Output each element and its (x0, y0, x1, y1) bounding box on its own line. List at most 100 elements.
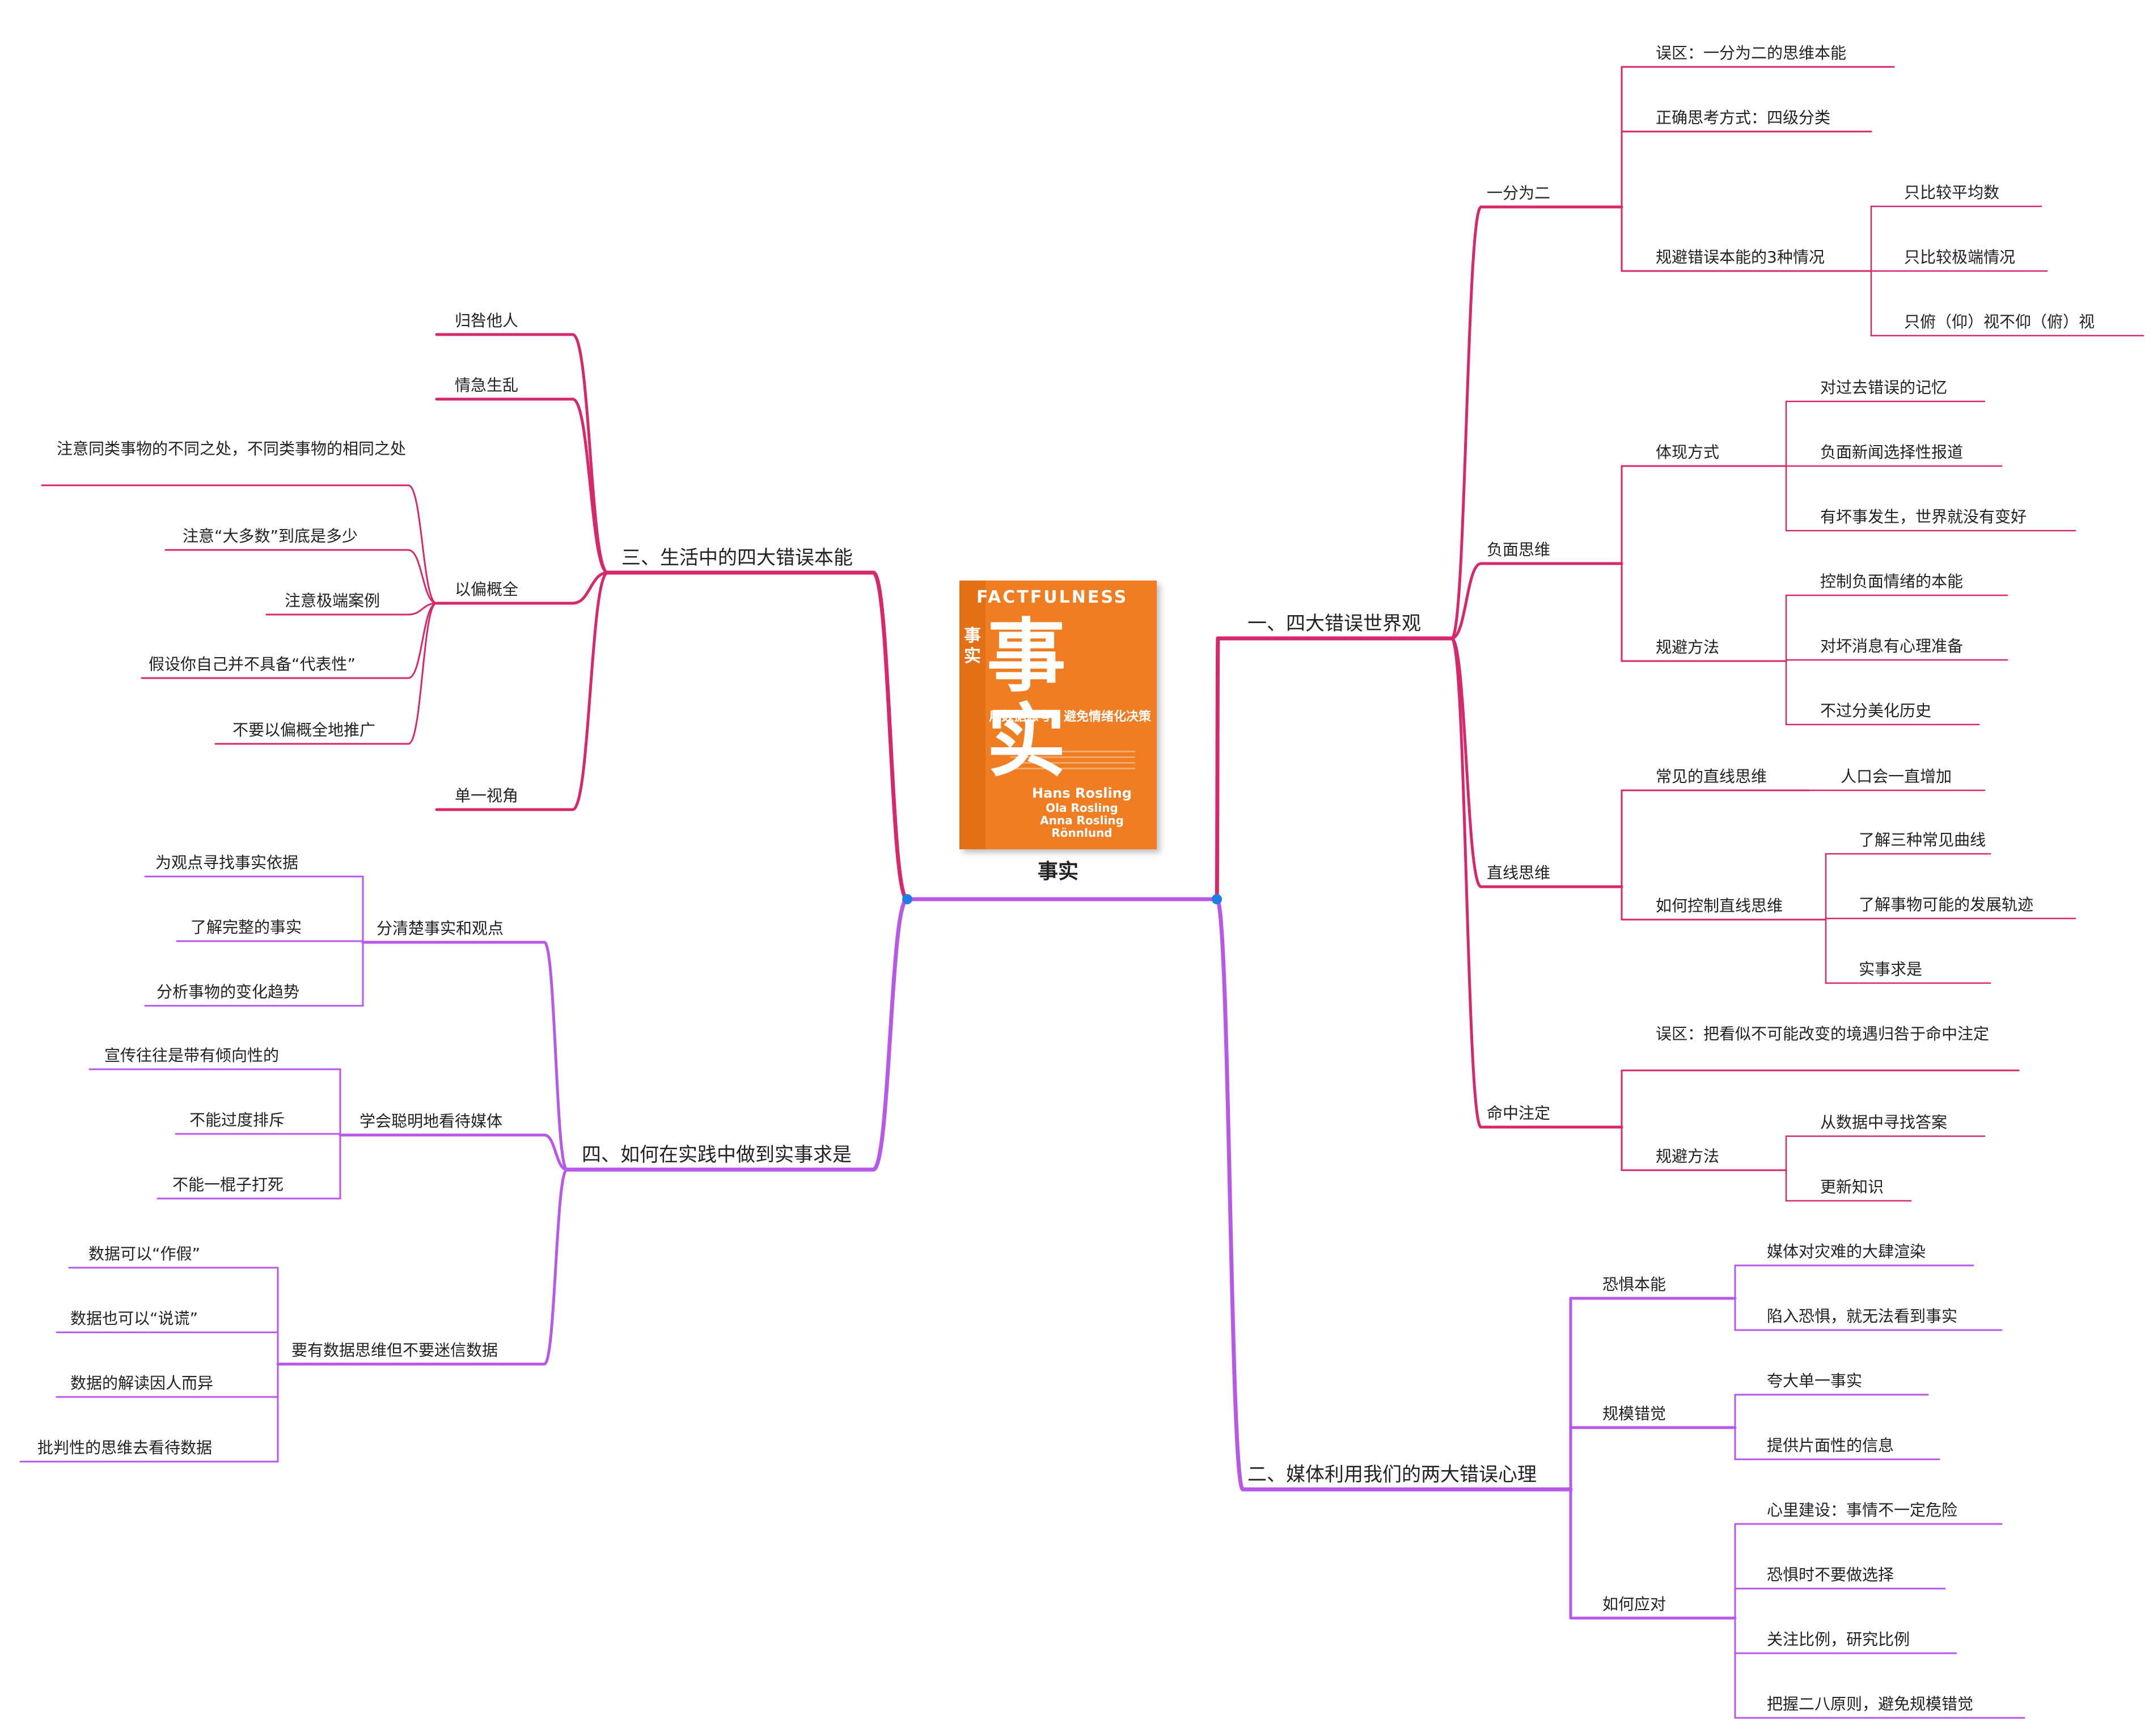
branch-node[interactable]: 如何应对 (1602, 1595, 1666, 1614)
book-spine (959, 581, 985, 849)
leaf-node[interactable]: 规避方法 (1656, 638, 1720, 657)
main-topic-3-branch-connector (571, 333, 610, 574)
leaf-node[interactable]: 正确思考方式：四级分类 (1656, 108, 1831, 127)
main-topic-4-branch-connector (543, 1168, 569, 1366)
leaf-node[interactable]: 宣传往往是带有倾向性的 (104, 1046, 280, 1065)
leaf-node[interactable]: 控制负面情绪的本能 (1820, 572, 1964, 591)
leaf-node[interactable]: 数据也可以“说谎” (70, 1309, 198, 1328)
branch-node[interactable]: 单一视角 (455, 786, 519, 805)
leaf-node[interactable]: 规避错误本能的3种情况 (1656, 248, 1825, 266)
branch-node[interactable]: 学会聪明地看待媒体 (359, 1112, 503, 1130)
leaf-node[interactable]: 数据的解读因人而异 (70, 1374, 214, 1392)
book-spine-title: 事实 (964, 626, 981, 666)
leaf-node[interactable]: 假设你自己并不具备“代表性” (149, 655, 356, 674)
leaf-node[interactable]: 不能过度排斥 (189, 1111, 285, 1129)
leaf-connector (407, 549, 438, 604)
branch-node[interactable]: 要有数据思维但不要迷信数据 (291, 1341, 498, 1360)
leaf-node[interactable]: 为观点寻找事实依据 (155, 853, 299, 872)
leaf-node[interactable]: 误区：把看似不可能改变的境遇归咎于命中注定 (1656, 1024, 1990, 1043)
branch-node[interactable]: 归咎他人 (455, 311, 519, 330)
book-author: Ola Rosling (1046, 801, 1118, 815)
leaf-node[interactable]: 只比较极端情况 (1904, 248, 2016, 266)
book-subtitle: 用数据思考，避免情绪化决策 (989, 710, 1152, 724)
leaf-node[interactable]: 更新知识 (1820, 1178, 1884, 1196)
main-topic-1-branch-connector (1450, 637, 1483, 1129)
book-author: Hans Rosling (1032, 785, 1132, 801)
branch-node[interactable]: 分清楚事实和观点 (377, 919, 504, 938)
leaf-node[interactable]: 恐惧时不要做选择 (1767, 1565, 1894, 1584)
main-topic-2[interactable]: 二、媒体利用我们的两大错误心理 (1247, 1463, 1537, 1486)
book-author: Anna Rosling Rönnlund (1040, 814, 1124, 840)
leaf-node[interactable]: 注意同类事物的不同之处，不同类事物的相同之处 (57, 439, 407, 458)
leaf-node[interactable]: 媒体对灾难的大肆渲染 (1767, 1242, 1926, 1261)
leaf-node[interactable]: 实事求是 (1859, 960, 1923, 979)
leaf-node[interactable]: 把握二八原则，避免规模错觉 (1767, 1695, 1974, 1713)
leaf-node[interactable]: 注意“大多数”到底是多少 (183, 527, 358, 545)
main-topic-3-connector (871, 570, 910, 901)
main-topic-3-branch-connector (571, 571, 610, 605)
leaf-node[interactable]: 了解完整的事实 (191, 918, 302, 937)
leaf-connector (407, 484, 438, 604)
branch-node[interactable]: 直线思维 (1487, 863, 1551, 882)
left-junction-handle[interactable] (902, 894, 912, 904)
main-topic-1[interactable]: 一、四大错误世界观 (1247, 612, 1421, 635)
book-title-cn: 事实 (987, 611, 1080, 788)
book-cover-image: 事实 FACTFULNESS 事实 用数据思考，避免情绪化决策 Hans Ros… (959, 581, 1157, 849)
leaf-connector (407, 602, 438, 679)
leaf-node[interactable]: 规避方法 (1656, 1147, 1720, 1166)
main-topic-4[interactable]: 四、如何在实践中做到实事求是 (582, 1144, 852, 1166)
branch-node[interactable]: 恐惧本能 (1602, 1275, 1666, 1294)
leaf-node[interactable]: 误区：一分为二的思维本能 (1656, 44, 1847, 62)
branch-node[interactable]: 一分为二 (1487, 184, 1551, 202)
branch-node[interactable]: 负面思维 (1487, 540, 1551, 559)
leaf-node[interactable]: 关注比例，研究比例 (1767, 1630, 1910, 1649)
branch-node[interactable]: 情急生乱 (455, 376, 519, 395)
central-topic-label[interactable]: 事实 (1037, 860, 1078, 883)
leaf-node[interactable]: 陷入恐惧，就无法看到事实 (1767, 1307, 1958, 1326)
leaf-node[interactable]: 对坏消息有心理准备 (1820, 637, 1964, 655)
leaf-node[interactable]: 了解事物可能的发展轨迹 (1859, 895, 2034, 914)
leaf-node[interactable]: 注意极端案例 (285, 591, 380, 610)
right-junction-handle[interactable] (1212, 894, 1222, 904)
leaf-node[interactable]: 心里建设：事情不一定危险 (1767, 1501, 1958, 1519)
leaf-node[interactable]: 分析事物的变化趋势 (156, 983, 300, 1001)
main-topic-4-branch-connector (543, 941, 569, 1171)
main-topic-4-branch-connector (543, 1133, 569, 1171)
leaf-node[interactable]: 只俯（仰）视不仰（俯）视 (1904, 312, 2095, 331)
leaf-node[interactable]: 夸大单一事实 (1767, 1371, 1863, 1390)
main-topic-1-branch-connector (1450, 562, 1483, 640)
leaf-node[interactable]: 有坏事发生，世界就没有变好 (1820, 507, 2027, 526)
leaf-node[interactable]: 数据可以“作假” (88, 1244, 201, 1263)
leaf-connector (407, 602, 438, 745)
book-title-en: FACTFULNESS (976, 587, 1128, 607)
book-authors: Hans Rosling Ola Rosling Anna Rosling Rö… (1014, 785, 1150, 839)
leaf-node[interactable]: 如何控制直线思维 (1656, 896, 1783, 915)
leaf-node[interactable]: 不能一棍子打死 (172, 1175, 284, 1194)
leaf-node[interactable]: 体现方式 (1656, 443, 1720, 461)
main-topic-3-branch-connector (571, 397, 610, 574)
branch-node[interactable]: 规模错觉 (1602, 1404, 1666, 1423)
main-topic-2-connector (1215, 897, 1245, 1492)
book-small-print (1010, 751, 1135, 773)
leaf-connector (407, 602, 438, 616)
leaf-node[interactable]: 批判性的思维去看待数据 (37, 1438, 213, 1457)
leaf-node[interactable]: 只比较平均数 (1904, 183, 2000, 202)
leaf-node[interactable]: 常见的直线思维 (1656, 767, 1767, 786)
leaf-node[interactable]: 负面新闻选择性报道 (1820, 443, 1964, 461)
leaf-node[interactable]: 不要以偏概全地推广 (232, 721, 376, 739)
leaf-node[interactable]: 提供片面性的信息 (1767, 1436, 1894, 1455)
leaf-node[interactable]: 不过分美化历史 (1820, 701, 1932, 720)
leaf-node[interactable]: 从数据中寻找答案 (1820, 1113, 1948, 1132)
main-topic-3-branch-connector (571, 571, 610, 811)
main-topic-1-connector (1215, 636, 1220, 901)
main-topic-4-connector (871, 897, 910, 1172)
branch-node[interactable]: 命中注定 (1487, 1104, 1551, 1123)
leaf-node[interactable]: 了解三种常见曲线 (1859, 831, 1986, 849)
leaf-node[interactable]: 人口会一直增加 (1841, 767, 1952, 786)
main-topic-3[interactable]: 三、生活中的四大错误本能 (621, 547, 853, 569)
main-topic-1-branch-connector (1450, 205, 1483, 640)
leaf-node[interactable]: 对过去错误的记忆 (1820, 378, 1948, 397)
branch-node[interactable]: 以偏概全 (455, 580, 519, 599)
